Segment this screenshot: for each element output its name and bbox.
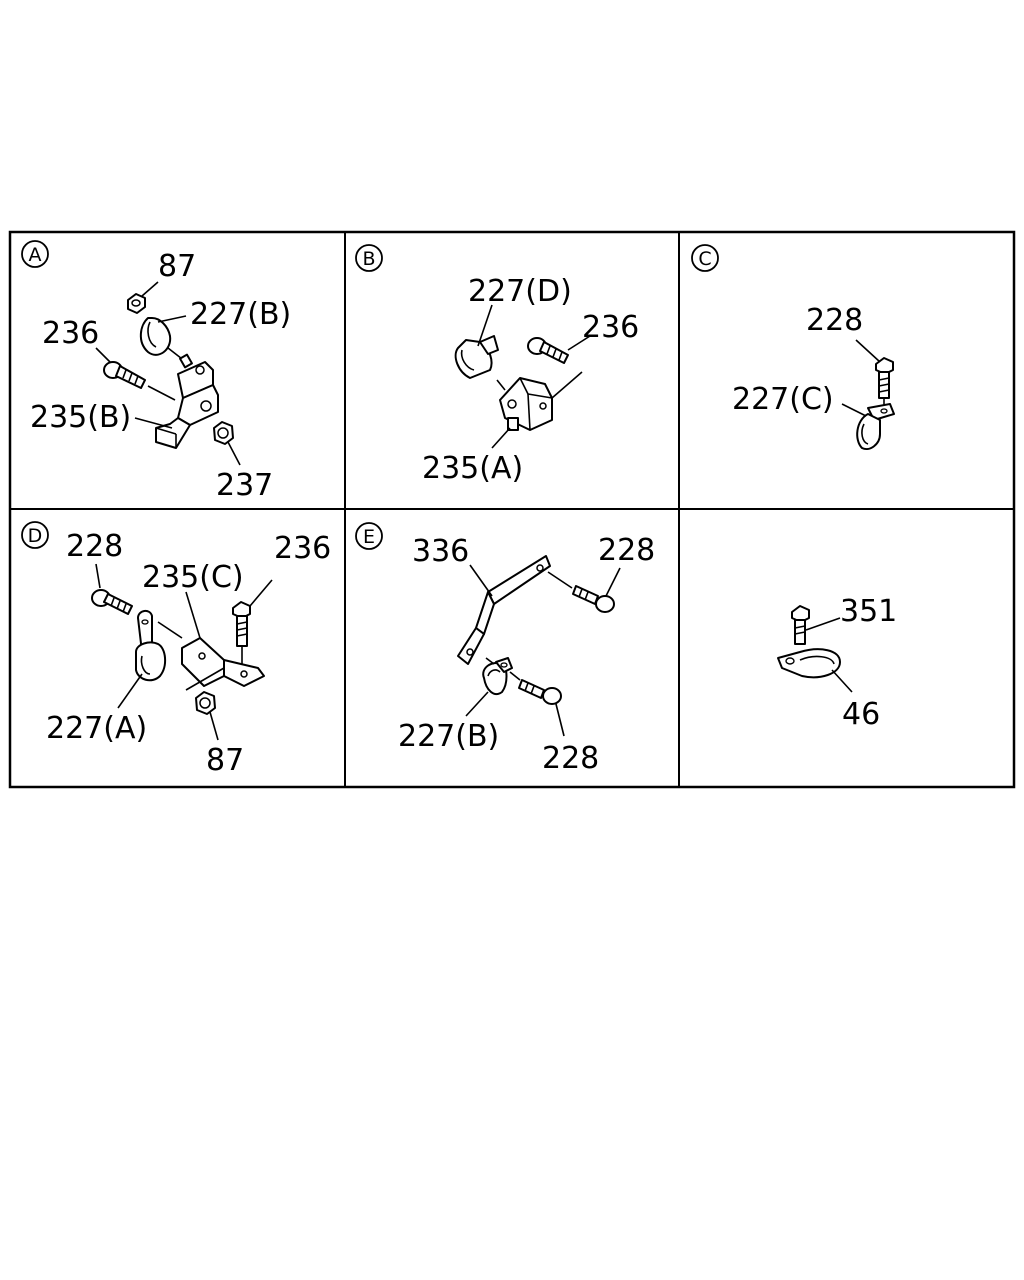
label-228-e-bottom: 228 xyxy=(542,741,599,776)
label-237-a: 237 xyxy=(216,468,273,503)
nut-87-d-part xyxy=(195,691,216,715)
panel-e: E xyxy=(355,522,655,776)
label-228-d: 228 xyxy=(66,529,123,564)
section-marker-d: D xyxy=(21,521,49,549)
section-marker-b: B xyxy=(355,244,383,272)
label-235a-b: 235(A) xyxy=(422,451,523,486)
label-351: 351 xyxy=(840,594,897,629)
panel-f: 351 46 xyxy=(777,594,897,732)
bolt-351-part xyxy=(791,605,810,645)
nut-87-part xyxy=(127,293,146,314)
bracket-336-part xyxy=(457,555,551,665)
label-227b-e: 227(B) xyxy=(398,719,499,754)
panel-d: D xyxy=(21,521,331,778)
section-marker-a: A xyxy=(21,240,49,268)
clip-227b-part xyxy=(139,315,193,369)
clip-227b-e-part xyxy=(482,657,513,696)
label-87-d: 87 xyxy=(206,743,244,778)
label-228-c: 228 xyxy=(806,303,863,338)
label-236-b: 236 xyxy=(582,310,639,345)
panel-b: B 227(D) 236 xyxy=(355,244,639,486)
panel-a: A xyxy=(21,240,291,503)
svg-text:E: E xyxy=(363,526,375,548)
bolt-228-d-part xyxy=(91,589,133,615)
svg-text:B: B xyxy=(362,248,375,270)
label-228-e-top: 228 xyxy=(598,533,655,568)
label-336-e: 336 xyxy=(412,534,469,569)
label-235c-d: 235(C) xyxy=(142,560,244,595)
bolt-228-e-bottom-part xyxy=(518,679,562,705)
section-marker-e: E xyxy=(355,522,383,550)
bracket-235a-part xyxy=(499,377,553,431)
label-227b-a: 227(B) xyxy=(190,297,291,332)
clamp-46-part xyxy=(777,648,841,679)
nut-237-part xyxy=(213,421,234,445)
svg-text:A: A xyxy=(29,244,42,266)
label-235b-a: 235(B) xyxy=(30,400,131,435)
bolt-236-b-part xyxy=(527,337,569,364)
bolt-236-d-part xyxy=(232,601,251,647)
label-227d-b: 227(D) xyxy=(468,274,572,309)
bolt-228-c-part xyxy=(875,357,894,399)
bolt-236-part xyxy=(103,361,146,389)
label-236-a: 236 xyxy=(42,316,99,351)
label-87-a: 87 xyxy=(158,249,196,284)
svg-text:D: D xyxy=(28,525,43,547)
label-227a-d: 227(A) xyxy=(46,711,147,746)
panel-c: C 228 227(C) xyxy=(691,244,895,450)
label-46: 46 xyxy=(842,697,880,732)
label-236-d: 236 xyxy=(274,531,331,566)
clip-227c-part xyxy=(856,403,895,450)
svg-text:C: C xyxy=(698,248,711,270)
section-marker-c: C xyxy=(691,244,719,272)
bracket-235c-part xyxy=(181,637,265,687)
label-227c-c: 227(C) xyxy=(732,382,834,417)
clip-227d-part xyxy=(454,335,499,379)
clip-227a-part xyxy=(135,610,166,682)
bracket-235b-part xyxy=(155,361,219,449)
bolt-228-e-top-part xyxy=(572,585,615,613)
